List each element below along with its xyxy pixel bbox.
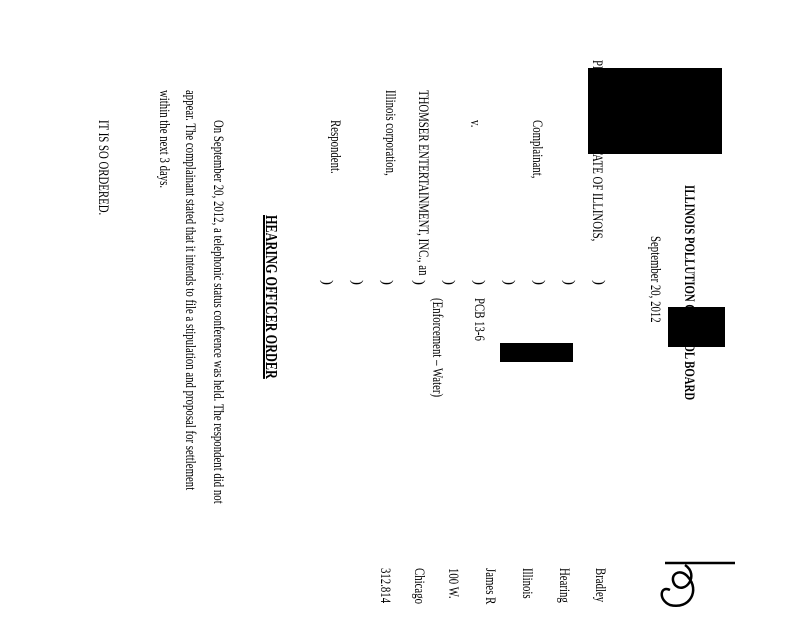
signature-line-1: Bradley bbox=[592, 568, 608, 603]
case-number-redaction bbox=[500, 343, 573, 362]
caption-paren: ) bbox=[349, 280, 365, 285]
body-line-2: appear. The complainant stated that it i… bbox=[182, 90, 198, 491]
signature-line-4: James R bbox=[482, 568, 498, 605]
versus: v. bbox=[467, 120, 483, 128]
closing-statement: IT IS SO ORDERED. bbox=[95, 120, 111, 216]
caption-paren: ) bbox=[501, 280, 517, 285]
signature-line-3: Illinois bbox=[519, 568, 535, 599]
caption-paren: ) bbox=[561, 280, 577, 285]
caption-paren: ) bbox=[319, 280, 335, 285]
clerk-stamp-redaction bbox=[588, 68, 722, 154]
board-name-heading: ILLINOIS POLLUTION CONTROL BOARD bbox=[681, 185, 697, 401]
order-title: HEARING OFFICER ORDER bbox=[262, 215, 281, 379]
respondent-description: Illinois corporation, bbox=[382, 90, 398, 176]
signature bbox=[660, 561, 735, 608]
case-number: PCB 13-6 bbox=[471, 298, 487, 341]
signature-line-2: Hearing bbox=[556, 568, 572, 603]
signature-line-6: Chicago bbox=[411, 568, 427, 604]
respondent-role: Respondent. bbox=[327, 120, 343, 174]
case-type: (Enforcement – Water) bbox=[429, 298, 445, 398]
body-line-1: On September 20, 2012, a telephonic stat… bbox=[210, 120, 226, 504]
respondent-name: THOMSER ENTERTAINMENT, INC., an bbox=[415, 90, 431, 276]
body-line-3: within the next 3 days. bbox=[156, 90, 172, 189]
caption-paren: ) bbox=[591, 280, 607, 285]
complainant-role: Complainant, bbox=[529, 120, 545, 179]
caption-paren: ) bbox=[441, 280, 457, 285]
signature-line-5: 100 W. bbox=[445, 568, 461, 599]
signature-line-7: 312.814 bbox=[377, 568, 393, 604]
caption-paren: ) bbox=[379, 280, 395, 285]
order-date: September 20, 2012 bbox=[647, 236, 663, 323]
caption-paren: ) bbox=[531, 280, 547, 285]
caption-paren: ) bbox=[411, 280, 427, 285]
complainant-name: PEOPLE OF THE STATE OF ILLINOIS, bbox=[589, 60, 605, 242]
caption-paren: ) bbox=[471, 280, 487, 285]
